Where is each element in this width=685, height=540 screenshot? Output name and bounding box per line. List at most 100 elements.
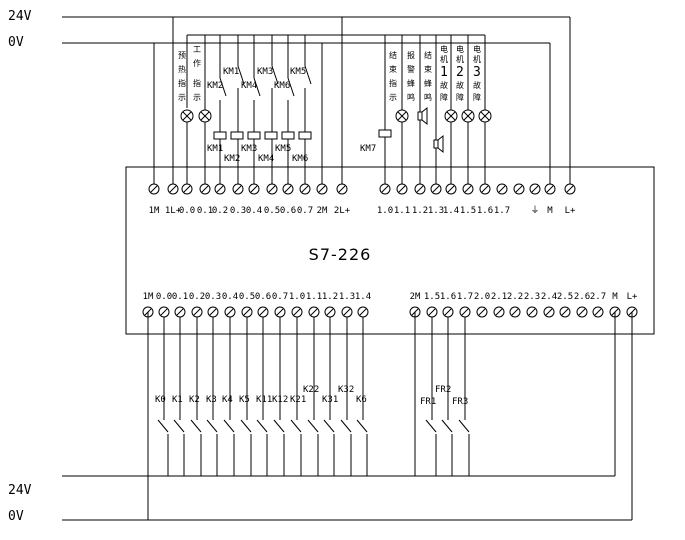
output-terminal-label: 1.2 — [412, 206, 428, 216]
input-terminal-label: M — [612, 292, 618, 302]
switch-label: K4 — [222, 395, 233, 405]
switch-contact — [173, 419, 185, 433]
svg-text:KM1: KM1 — [207, 144, 223, 154]
indicator-lamps — [180, 35, 492, 185]
svg-text:故: 故 — [456, 80, 464, 90]
output-terminal-label: 0.6 — [280, 206, 296, 216]
thermal-relay-contact — [425, 419, 437, 433]
thermal-relay-contact — [441, 419, 453, 433]
switch-label: K1 — [172, 395, 183, 405]
svg-text:报: 报 — [407, 50, 415, 60]
output-terminal-label: 0.0 — [179, 206, 195, 216]
output-terminal-label: M — [547, 206, 553, 216]
output-terminal-label: 1.7 — [494, 206, 510, 216]
output-terminal-label: L+ — [565, 206, 576, 216]
switch-label: K21 — [290, 395, 306, 405]
svg-text:机: 机 — [473, 54, 481, 64]
output-terminal-label: 1M — [149, 206, 160, 216]
svg-text:指: 指 — [193, 78, 201, 88]
svg-text:机: 机 — [456, 54, 464, 64]
svg-text:KM4: KM4 — [241, 81, 257, 91]
switch-contact — [157, 419, 169, 433]
input-terminal-label: 2.4 — [541, 292, 557, 302]
switch-contact — [290, 419, 302, 433]
input-terminal-label: 1.0 — [289, 292, 305, 302]
svg-text:警: 警 — [407, 64, 415, 74]
svg-text:电: 电 — [440, 44, 448, 54]
rail-24v-top-label: 24V — [8, 9, 32, 24]
svg-text:指: 指 — [389, 78, 397, 88]
coil-km7 — [378, 129, 392, 138]
svg-text:障: 障 — [473, 92, 481, 102]
output-terminal-label: 1.6 — [477, 206, 493, 216]
input-terminal-label: L+ — [627, 292, 638, 302]
buzzer-icon — [417, 111, 423, 121]
svg-text:热: 热 — [178, 64, 186, 74]
svg-text:故: 故 — [473, 80, 481, 90]
input-terminal-label: 2.0 — [474, 292, 490, 302]
input-terminal-label: 0.1 — [172, 292, 188, 302]
svg-text:鸣: 鸣 — [424, 92, 432, 102]
input-terminal-label: 1M — [143, 292, 154, 302]
thermal-relay-label: FR2 — [435, 385, 451, 395]
svg-text:示: 示 — [193, 93, 201, 102]
plc-body — [125, 166, 655, 335]
output-terminal-label: 2M — [317, 206, 328, 216]
thermal-relay-label: FR1 — [420, 397, 436, 407]
svg-text:电: 电 — [473, 44, 481, 54]
svg-text:束: 束 — [389, 65, 397, 74]
svg-text:3: 3 — [473, 65, 481, 80]
input-terminal-label: 0.3 — [205, 292, 221, 302]
switch-label: K6 — [356, 395, 367, 405]
svg-text:机: 机 — [440, 54, 448, 64]
switch-contact — [240, 419, 252, 433]
svg-text:KM7: KM7 — [360, 144, 376, 154]
output-terminal-label: 1L+ — [165, 206, 182, 216]
switch-contact — [223, 419, 235, 433]
output-terminal-label: 1.4 — [443, 206, 459, 216]
svg-text:示: 示 — [389, 93, 397, 102]
svg-text:束: 束 — [424, 65, 432, 74]
svg-text:故: 故 — [440, 80, 448, 90]
output-terminal-label: 0.1 — [197, 206, 213, 216]
input-terminal-label: 2.3 — [524, 292, 540, 302]
svg-text:工: 工 — [193, 45, 201, 54]
input-terminal-label: 2.6 — [574, 292, 590, 302]
output-terminal-label: 0.7 — [297, 206, 313, 216]
svg-text:鸣: 鸣 — [407, 92, 415, 102]
svg-text:蜂: 蜂 — [407, 78, 415, 88]
switch-label: K12 — [272, 395, 288, 405]
svg-text:障: 障 — [456, 92, 464, 102]
svg-text:KM3: KM3 — [257, 67, 273, 77]
svg-text:KM1: KM1 — [223, 67, 239, 77]
svg-text:KM2: KM2 — [224, 154, 240, 164]
input-terminal-label: 0.2 — [189, 292, 205, 302]
output-terminal-label: 1.0 — [377, 206, 393, 216]
svg-text:结: 结 — [424, 50, 432, 60]
thermal-relay-contact — [458, 419, 470, 433]
output-terminal-label: 0.3 — [230, 206, 246, 216]
rail-24v-bottom-label: 24V — [8, 483, 32, 498]
svg-text:蜂: 蜂 — [424, 78, 432, 88]
output-terminal-label: 0.4 — [246, 206, 262, 216]
input-terminal-label: 2.1 — [491, 292, 507, 302]
input-terminal-label: 0.6 — [255, 292, 271, 302]
switch-label: K32 — [338, 385, 354, 395]
switch-contact — [356, 419, 368, 433]
rail-0v-top-label: 0V — [8, 35, 24, 50]
output-terminal-label: 1.5 — [460, 206, 476, 216]
plc-model-title: S7-226 — [309, 245, 372, 264]
svg-text:1: 1 — [440, 65, 448, 80]
svg-text:KM5: KM5 — [275, 144, 291, 154]
switch-label: K11 — [256, 395, 272, 405]
switch-label: K22 — [303, 385, 319, 395]
switch-contact — [273, 419, 285, 433]
svg-text:KM2: KM2 — [207, 81, 223, 91]
svg-text:作: 作 — [193, 58, 201, 68]
top-power-rails: 24V 0V — [8, 9, 571, 185]
input-terminal-label: 2.2 — [507, 292, 523, 302]
